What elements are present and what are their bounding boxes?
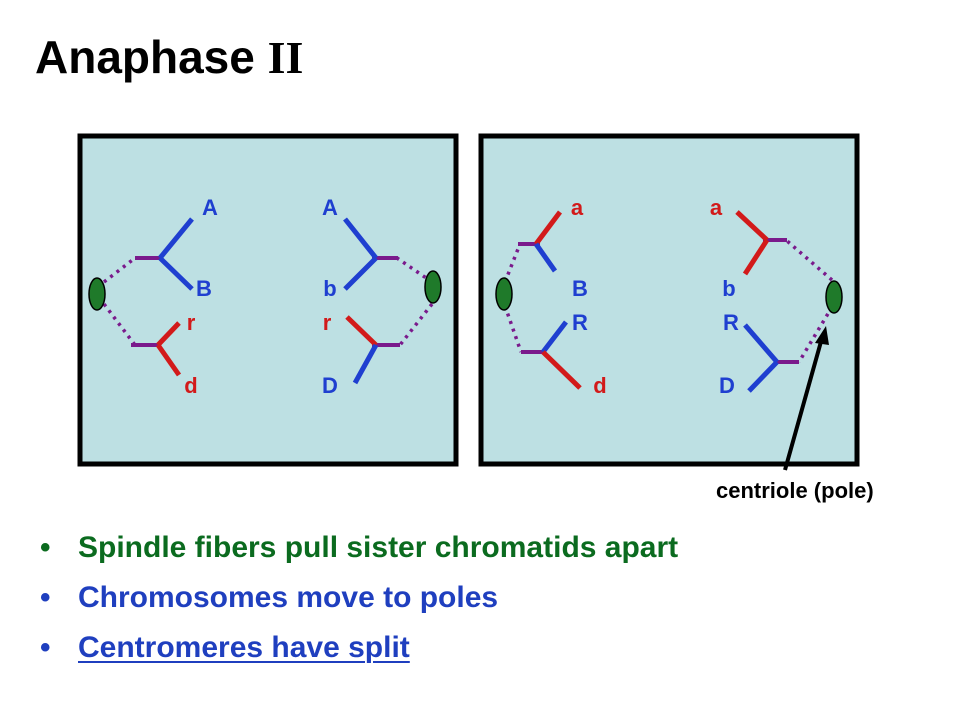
chromatid-arm	[352, 343, 379, 385]
bullet-text-link[interactable]: Centromeres have split	[78, 631, 410, 664]
centriole-right	[424, 270, 442, 304]
gene-label: r	[187, 310, 196, 335]
chromatid-arm	[155, 343, 182, 377]
gene-label: R	[723, 310, 739, 335]
chromatid-arm	[747, 360, 779, 393]
gene-label: d	[184, 373, 197, 398]
chromatid-arm	[533, 242, 558, 273]
chromatid-arm	[742, 238, 770, 276]
chromatid-arm	[343, 256, 378, 291]
spindle-fiber	[797, 306, 834, 363]
gene-label: A	[202, 195, 218, 220]
centriole-callout-label: centriole (pole)	[716, 478, 874, 503]
bullet-item: • Centromeres have split	[40, 623, 678, 673]
centriole-right	[825, 280, 843, 314]
bullet-text: Spindle fibers pull sister chromatids ap…	[78, 531, 679, 564]
chromatid-arm	[343, 217, 378, 260]
bullet-item: • Chromosomes move to poles	[40, 573, 678, 623]
gene-label: b	[323, 276, 336, 301]
spindle-fiber	[398, 302, 434, 347]
chromatid-arm	[158, 217, 194, 260]
gene-label: R	[572, 310, 588, 335]
gene-label: b	[722, 276, 735, 301]
chromatid-arm	[158, 256, 194, 291]
gene-label: D	[719, 373, 735, 398]
chromatid-arm	[541, 320, 568, 354]
cell-right-body	[478, 133, 860, 467]
title-numeral: II	[267, 32, 304, 83]
spindle-fiber	[784, 238, 834, 282]
centriole-callout-arrow	[783, 326, 829, 471]
centriole-left	[495, 277, 513, 311]
bullet-dot-icon: •	[40, 631, 51, 664]
cell-left-body	[77, 133, 459, 467]
chromatid-arm	[156, 321, 181, 347]
cell-right: a B R d a b R D	[478, 133, 860, 467]
chromatid-arm	[345, 315, 378, 347]
chromatid-arm	[534, 210, 562, 246]
spindle-fiber	[503, 243, 522, 283]
gene-label: B	[572, 276, 588, 301]
gene-label: D	[322, 373, 338, 398]
gene-label: B	[196, 276, 212, 301]
chromatid-arm	[743, 323, 779, 364]
chromatid-arm	[735, 210, 769, 242]
gene-label: a	[571, 195, 584, 220]
chromatid-arm	[541, 350, 582, 390]
arrow-head-icon	[815, 326, 829, 345]
bullet-dot-icon: •	[40, 531, 51, 564]
gene-label: d	[593, 373, 606, 398]
bullet-text: Chromosomes move to poles	[78, 581, 499, 614]
spindle-fiber	[503, 305, 523, 353]
bullet-item: • Spindle fibers pull sister chromatids …	[40, 523, 678, 573]
bullet-list: • Spindle fibers pull sister chromatids …	[40, 523, 678, 673]
spindle-fiber	[102, 256, 137, 284]
gene-label: A	[322, 195, 338, 220]
title-text: Anaphase	[35, 31, 255, 83]
spindle-fiber	[102, 302, 137, 347]
gene-label: r	[323, 310, 332, 335]
bullet-dot-icon: •	[40, 581, 51, 614]
slide-title: Anaphase II	[35, 30, 303, 84]
cell-left: A B r d A b r D	[77, 133, 459, 467]
centriole-left	[88, 277, 106, 311]
gene-label: a	[710, 195, 723, 220]
